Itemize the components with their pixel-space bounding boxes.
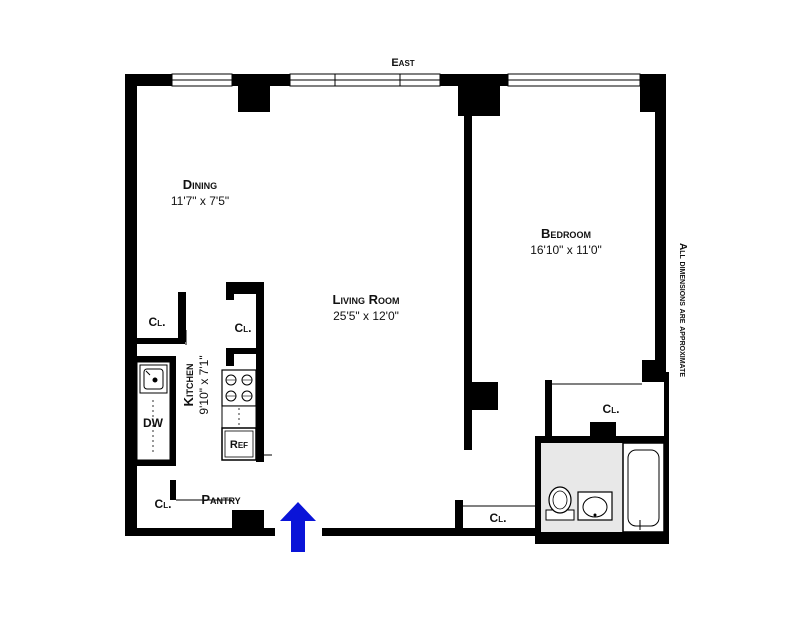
walls [125, 74, 669, 544]
refrigerator [221, 427, 257, 461]
closet-label: Cl. [235, 321, 252, 335]
closet-label: Cl. [155, 497, 172, 511]
approx-note: All dimensions are approximate [677, 243, 688, 377]
stove-icon [221, 369, 257, 407]
room-dims-dining: 11'7" x 7'5" [171, 194, 229, 208]
kitchen-counter [136, 361, 171, 461]
kitchen-fixtures [136, 361, 257, 461]
windows [171, 73, 641, 87]
room-dims-bedroom: 16'10" x 11'0" [530, 243, 602, 257]
toilet-icon [545, 486, 575, 521]
closet-label: Cl. [603, 402, 620, 416]
closet-label: Cl. [490, 511, 507, 525]
room-name-bedroom: Bedroom [541, 226, 591, 241]
compass-label: East [391, 57, 414, 69]
bathroom [541, 442, 665, 533]
room-name-pantry: Pantry [201, 492, 240, 507]
closet-label: Cl. [149, 315, 166, 329]
room-dims-living: 25'5" x 12'0" [333, 309, 399, 323]
kitchen-sink-icon [139, 364, 168, 394]
sink-icon [577, 491, 613, 521]
room-dims-kitchen: 9'10" x 7'1" [197, 355, 211, 414]
room-name-dining: Dining [183, 177, 217, 192]
refrigerator-label: Ref [230, 439, 248, 451]
dishwasher-label: DW [143, 416, 164, 430]
room-name-kitchen: Kitchen [181, 364, 196, 407]
doors [176, 330, 642, 507]
entry-arrow-icon [280, 502, 316, 552]
room-name-living: Living Room [333, 292, 400, 307]
